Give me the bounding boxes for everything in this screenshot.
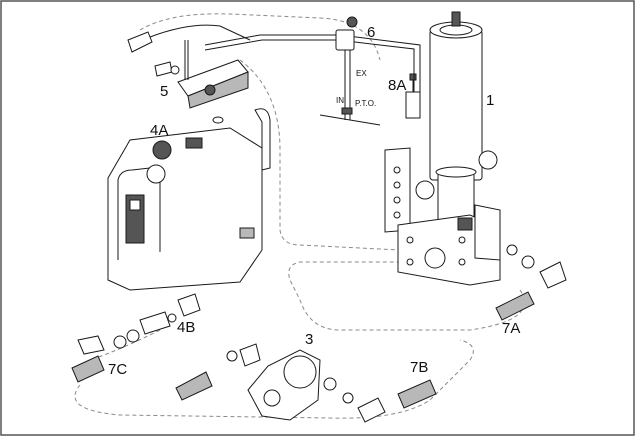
label-7c: 7C (108, 361, 127, 378)
label-7a: 7A (502, 320, 520, 337)
tank-4a (107, 108, 271, 291)
label-6: 6 (367, 24, 375, 41)
label-7b: 7B (410, 359, 428, 376)
label-1: 1 (486, 92, 494, 109)
label-in: IN (336, 96, 344, 105)
switch-8a (405, 73, 421, 119)
label-4a: 4A (150, 122, 168, 139)
hose-7c (71, 329, 140, 383)
hose-7a (495, 244, 567, 321)
label-pto: P.T.O. (355, 99, 376, 108)
label-4b: 4B (177, 319, 195, 336)
fitting-4b (139, 293, 201, 335)
hose-7b (342, 379, 437, 423)
control-6 (204, 16, 421, 126)
label-5: 5 (160, 83, 168, 100)
pump-3 (175, 343, 337, 421)
cylinder-1 (384, 11, 501, 286)
valve-5 (127, 24, 251, 124)
label-8a: 8A (388, 77, 406, 94)
label-ex: EX (356, 69, 367, 78)
label-3: 3 (305, 331, 313, 348)
